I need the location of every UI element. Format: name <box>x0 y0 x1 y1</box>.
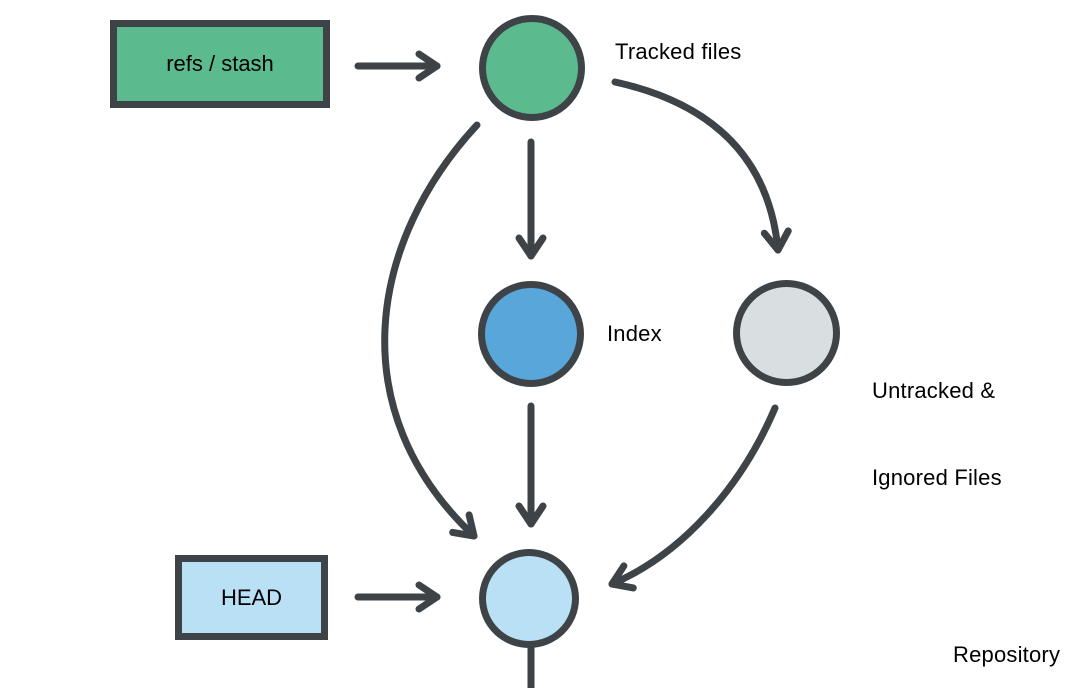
repository-text: Repository <box>953 642 1061 667</box>
tracked-files-text: Tracked files <box>615 39 742 64</box>
untracked-ignored-node <box>733 280 840 386</box>
untracked-ignored-text: Untracked & Ignored Files <box>872 318 1002 550</box>
arrow-tracked-files-to-untracked-ignored <box>611 78 792 254</box>
arrow-tracked-files-to-head-commit <box>381 121 481 540</box>
index-text: Index <box>607 321 662 346</box>
head-commit-node <box>479 549 579 648</box>
untracked-ignored-text-line1: Untracked & <box>872 378 996 403</box>
refs-stash-box: refs / stash <box>110 20 330 108</box>
untracked-ignored-text-line2: Ignored Files <box>872 465 1002 490</box>
tracked-files-node <box>479 15 585 121</box>
head-box: HEAD <box>175 555 328 640</box>
arrow-untracked-ignored-to-head-commit <box>608 404 779 592</box>
index-node <box>478 281 584 387</box>
refs-stash-label: refs / stash <box>166 51 274 76</box>
head-label: HEAD <box>220 584 283 610</box>
